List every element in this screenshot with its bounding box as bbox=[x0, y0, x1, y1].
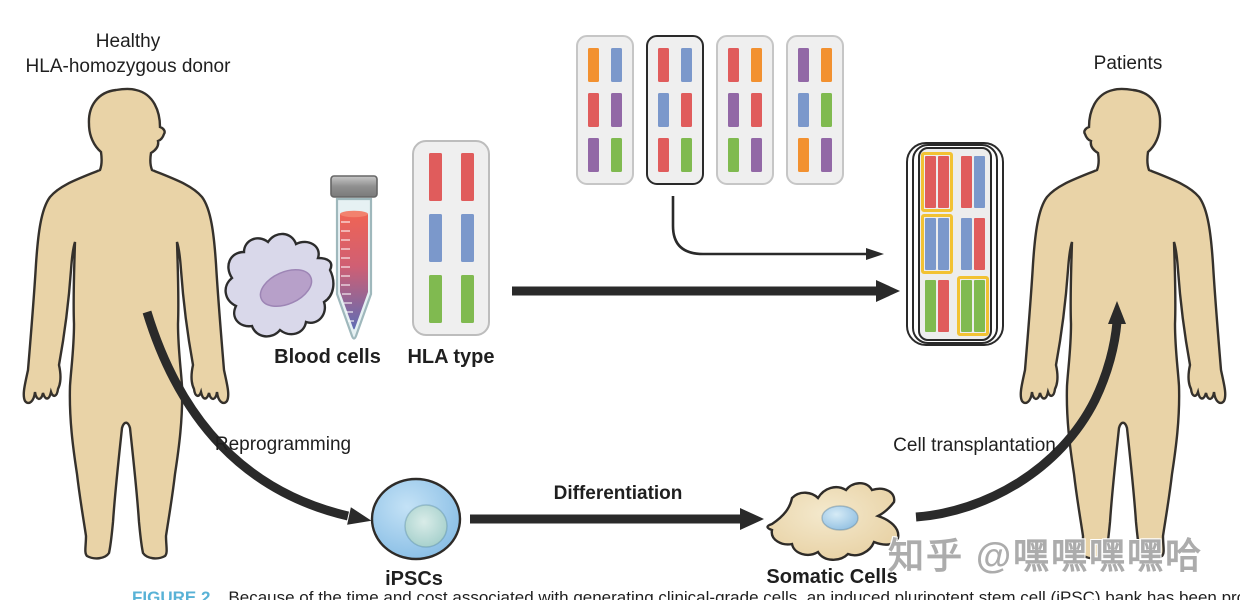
allele-pair bbox=[957, 152, 989, 212]
hla-allele-bar-red bbox=[938, 156, 949, 208]
hla-allele-bar-orange bbox=[798, 138, 809, 172]
ipsc-nucleus bbox=[404, 504, 448, 548]
hla-allele-bar-green bbox=[428, 275, 442, 323]
hla-allele-bar-red bbox=[728, 48, 739, 82]
hla-allele-bar-blue bbox=[428, 214, 442, 262]
matched-allele-pair bbox=[921, 152, 953, 212]
hla-allele-bar-blue bbox=[938, 218, 949, 270]
reprogramming-label: Reprogramming bbox=[214, 434, 352, 455]
differentiation-arrow bbox=[470, 508, 764, 530]
hla-type-panel bbox=[412, 140, 490, 336]
hla-allele-bar-red bbox=[974, 218, 985, 270]
cell-transplantation-label: Cell transplantation bbox=[893, 435, 1056, 456]
hla-allele-bar-green bbox=[925, 280, 936, 332]
hla-allele-bar-red bbox=[938, 280, 949, 332]
ipscs-label: iPSCs bbox=[385, 568, 443, 590]
donor-silhouette bbox=[22, 87, 230, 560]
hla-allele-bar-green bbox=[611, 138, 622, 172]
hla-allele-bar-blue bbox=[681, 48, 692, 82]
matched-panel bbox=[918, 147, 992, 341]
hla-type-label: HLA type bbox=[407, 346, 495, 368]
hla-allele-bar-green bbox=[961, 280, 972, 332]
haplotype-card-4 bbox=[786, 35, 844, 185]
hla-allele-bar-green bbox=[460, 275, 474, 323]
somatic-cell-icon bbox=[766, 482, 900, 561]
blood-sample bbox=[340, 214, 368, 330]
donor-label: Healthy HLA-homozygous donor bbox=[8, 30, 248, 79]
hla-allele-bar-green bbox=[821, 93, 832, 127]
hla-allele-bar-red bbox=[681, 93, 692, 127]
blood-cell-nucleus bbox=[259, 268, 313, 308]
tube-cap bbox=[330, 175, 378, 198]
hla-allele-bar-blue bbox=[658, 93, 669, 127]
hla-allele-bar-red bbox=[460, 153, 474, 201]
card-select-arrow bbox=[671, 196, 884, 260]
hla-allele-bar-blue bbox=[961, 218, 972, 270]
matched-allele-pair bbox=[921, 214, 953, 274]
haplotype-card-3 bbox=[716, 35, 774, 185]
hla-allele-bar-purple bbox=[821, 138, 832, 172]
zhihu-watermark: 知乎 @嘿嘿嘿嘿哈 bbox=[888, 535, 1204, 576]
donor-label-line2: HLA-homozygous donor bbox=[25, 55, 231, 77]
matched-allele-pair bbox=[957, 276, 989, 336]
hla-allele-bar-orange bbox=[751, 48, 762, 82]
somatic-cells-label: Somatic Cells bbox=[766, 566, 898, 588]
allele-pair bbox=[957, 214, 989, 274]
hla-allele-bar-blue bbox=[798, 93, 809, 127]
allele-pair bbox=[921, 276, 953, 336]
hla-match-arrow bbox=[512, 280, 900, 302]
hla-allele-bar-red bbox=[961, 156, 972, 208]
hla-allele-bar-green bbox=[974, 280, 985, 332]
hla-allele-bar-red bbox=[658, 48, 669, 82]
hla-allele-bar-red bbox=[428, 153, 442, 201]
patients-label: Patients bbox=[1093, 53, 1163, 74]
blood-cells-label: Blood cells bbox=[274, 346, 381, 368]
haplotype-card-1 bbox=[576, 35, 634, 185]
hla-allele-bar-red bbox=[751, 93, 762, 127]
hla-allele-bar-purple bbox=[728, 93, 739, 127]
hla-allele-bar-red bbox=[658, 138, 669, 172]
hla-allele-bar-green bbox=[728, 138, 739, 172]
hla-allele-bar-purple bbox=[798, 48, 809, 82]
hla-allele-bar-blue bbox=[611, 48, 622, 82]
haplotype-card-2-selected bbox=[646, 35, 704, 185]
matched-panel-row bbox=[921, 214, 989, 274]
hla-allele-bar-purple bbox=[588, 138, 599, 172]
differentiation-label: Differentiation bbox=[553, 483, 683, 504]
reprogramming-arrow bbox=[142, 310, 372, 525]
figure-caption-number: FIGURE 2 bbox=[132, 588, 211, 600]
figure-caption-text: Because of the time and cost associated … bbox=[228, 588, 1240, 600]
hla-allele-bar-blue bbox=[925, 218, 936, 270]
hla-allele-bar-blue bbox=[460, 214, 474, 262]
blood-cell-icon bbox=[224, 232, 335, 338]
test-tube-icon bbox=[330, 175, 378, 340]
hla-allele-bar-orange bbox=[821, 48, 832, 82]
somatic-cell-nucleus bbox=[821, 505, 859, 531]
hla-allele-bar-purple bbox=[751, 138, 762, 172]
matched-panel-row bbox=[921, 276, 989, 336]
hla-allele-bar-blue bbox=[974, 156, 985, 208]
ipsc-cell-icon bbox=[370, 477, 462, 561]
matched-panel-row bbox=[921, 152, 989, 212]
hla-allele-bar-green bbox=[681, 138, 692, 172]
figure-caption: FIGURE 2 Because of the time and cost ass… bbox=[132, 588, 1240, 600]
hla-allele-bar-orange bbox=[588, 48, 599, 82]
hla-allele-bar-red bbox=[588, 93, 599, 127]
cell-transplantation-arrow bbox=[915, 301, 1126, 522]
donor-label-line1: Healthy bbox=[95, 31, 161, 52]
hla-allele-bar-red bbox=[925, 156, 936, 208]
hla-allele-bar-purple bbox=[611, 93, 622, 127]
